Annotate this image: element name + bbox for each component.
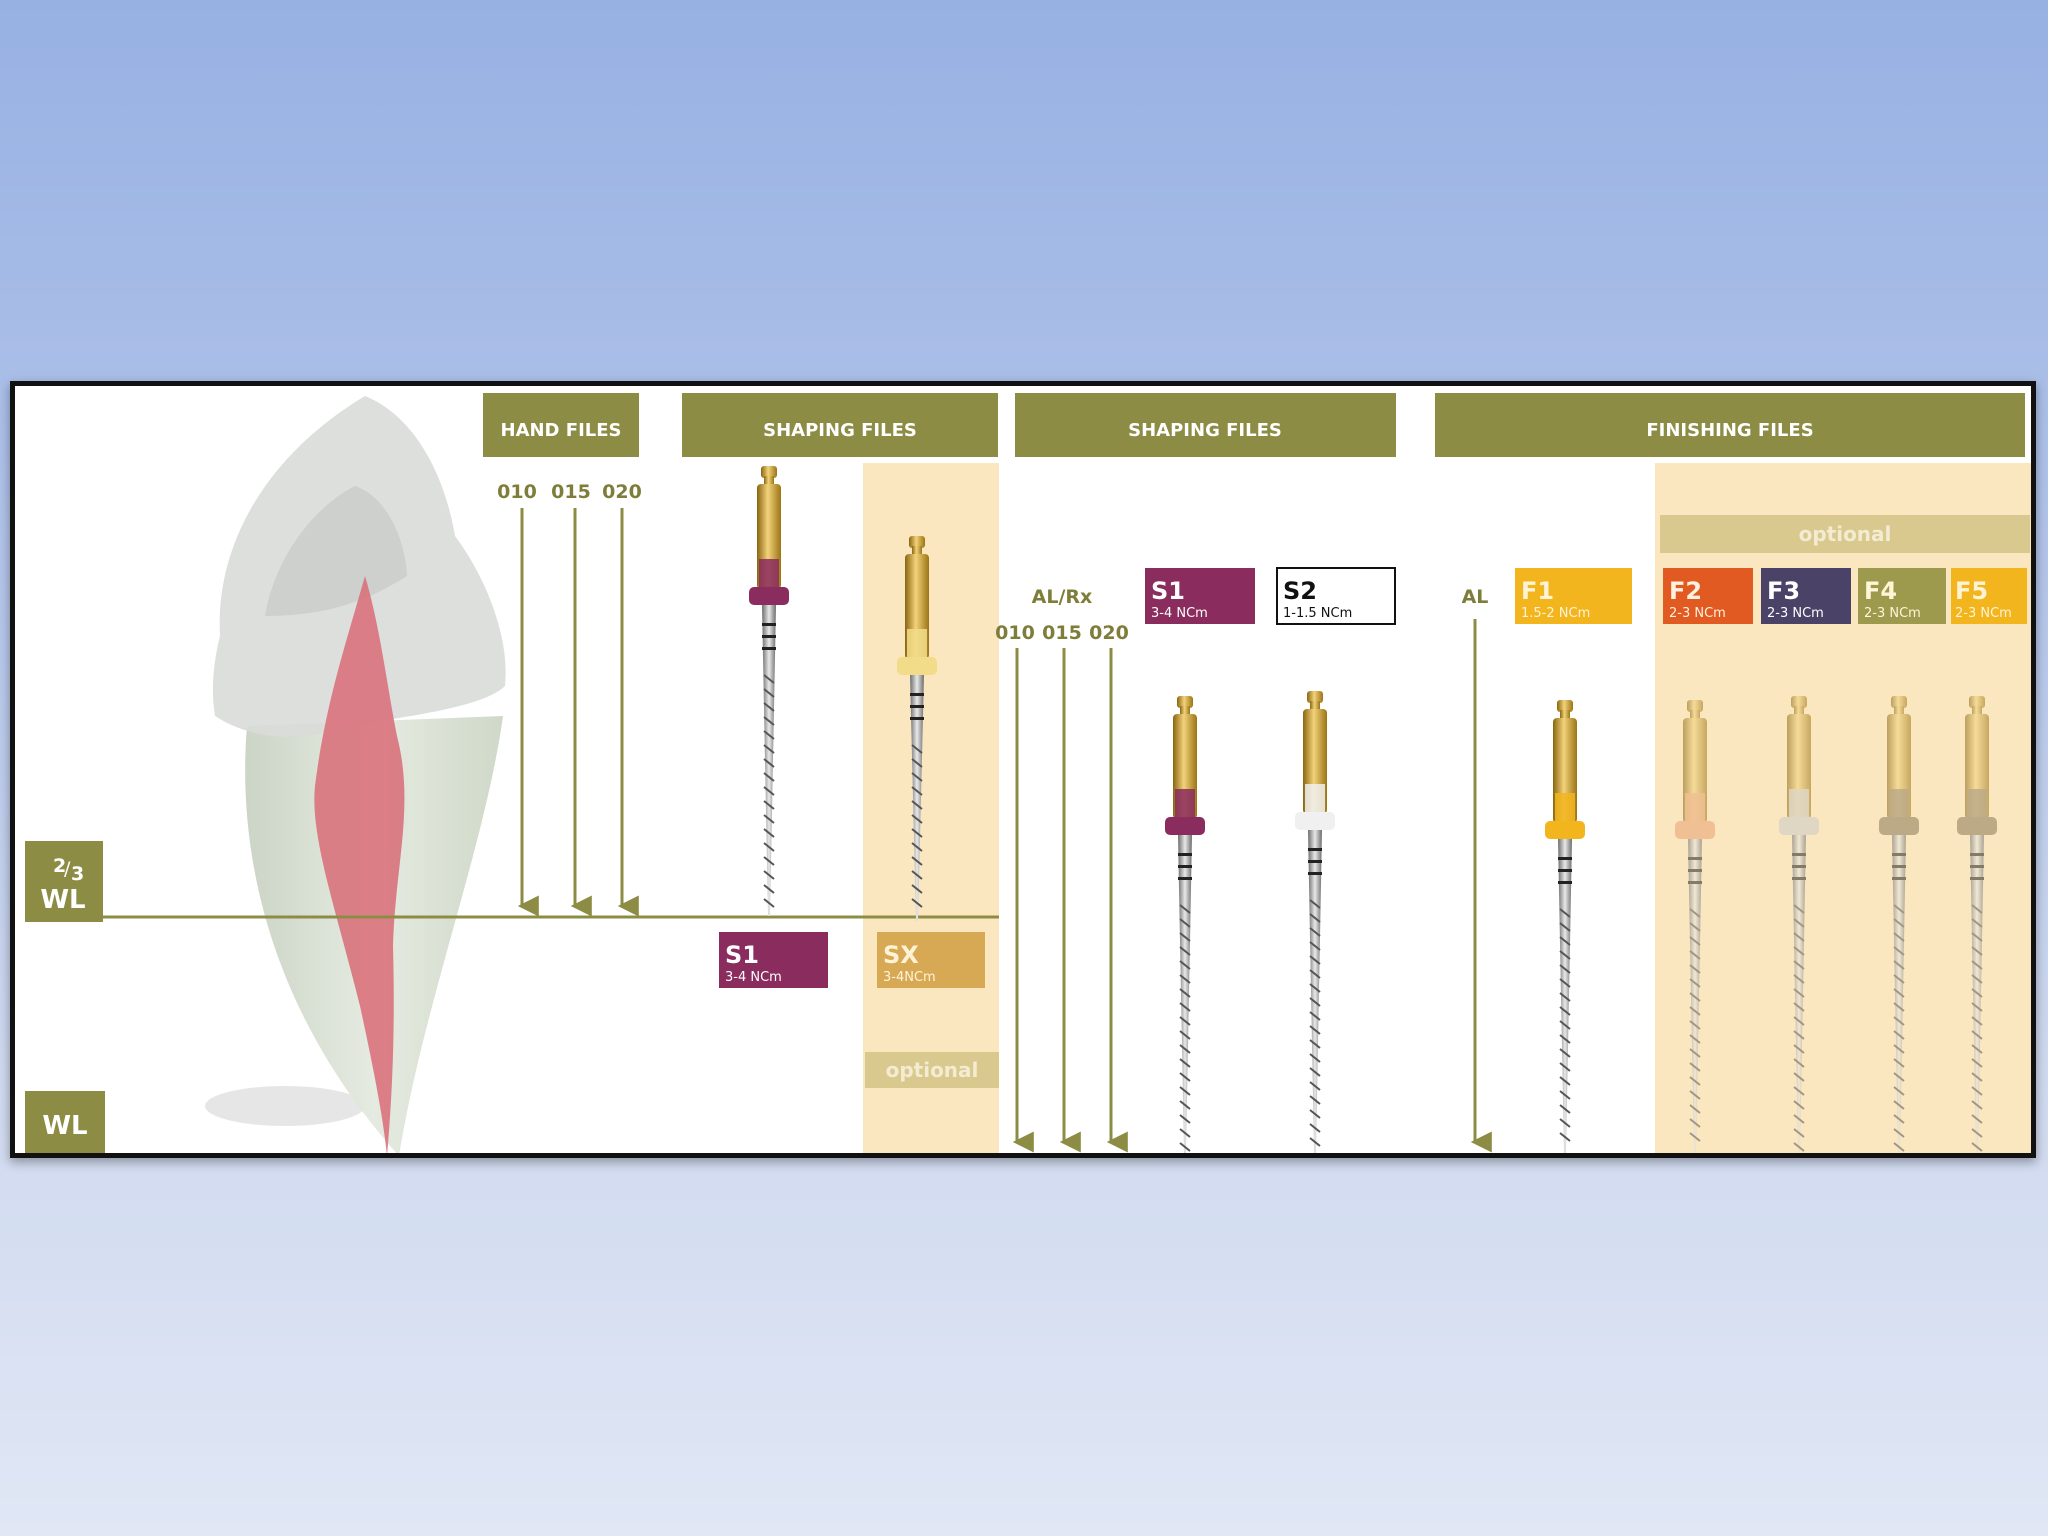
optional-label-sx: optional <box>886 1058 979 1082</box>
file-label-s2: S2 1-1.5 NCm <box>1276 567 1396 625</box>
f3-name: F3 <box>1767 577 1800 605</box>
instrument-f4 <box>1879 696 1919 1153</box>
f4-torque: 2-3 NCm <box>1864 606 1921 621</box>
header-finishing-files-label: FINISHING FILES <box>1646 420 1813 441</box>
header-shaping-files-2: SHAPING FILES <box>1015 393 1396 457</box>
wl-badge: WL <box>25 1091 105 1153</box>
s1-right-torque: 3-4 NCm <box>1151 606 1208 621</box>
file-label-s1-right: S1 3-4 NCm <box>1145 568 1255 624</box>
s1-left-name: S1 <box>725 941 759 969</box>
fraction-denominator: 3 <box>71 863 84 885</box>
instrument-f2 <box>1675 700 1715 1153</box>
s1-right-name: S1 <box>1151 577 1185 605</box>
instrument-f1 <box>1545 700 1585 1153</box>
two-thirds-wl-label: WL <box>40 885 85 915</box>
header-finishing-files: FINISHING FILES <box>1435 393 2025 457</box>
al-rx-label: AL/Rx <box>1032 586 1093 608</box>
file-label-s1-left: S1 3-4 NCm <box>719 932 828 988</box>
s2-torque: 1-1.5 NCm <box>1283 606 1352 621</box>
f4-name: F4 <box>1864 577 1897 605</box>
f3-torque: 2-3 NCm <box>1767 606 1824 621</box>
instrument-s1-left <box>749 466 789 916</box>
sx-optional-zone <box>863 463 999 1153</box>
f5-name: F5 <box>1955 577 1988 605</box>
header-shaping-files-2-label: SHAPING FILES <box>1128 420 1282 441</box>
optional-label-finishing: optional <box>1799 522 1892 546</box>
sx-name: SX <box>883 941 919 969</box>
f1-name: F1 <box>1521 577 1554 605</box>
second-size-010: 010 <box>995 622 1035 644</box>
fraction-slash: / <box>64 858 71 880</box>
diagram-panel: 2 / 3 WL WL HAND FILES SHAPING FILES SHA… <box>10 381 2036 1158</box>
second-size-015: 015 <box>1042 622 1082 644</box>
f5-torque: 2-3 NCm <box>1955 606 2012 621</box>
instrument-s1-right <box>1165 696 1205 1153</box>
tooth-illustration <box>205 396 506 1153</box>
sx-torque: 3-4NCm <box>883 970 936 985</box>
file-sequence-diagram: 2 / 3 WL WL HAND FILES SHAPING FILES SHA… <box>25 393 2031 1153</box>
header-shaping-files-1-label: SHAPING FILES <box>763 420 917 441</box>
hand-file-size-020: 020 <box>602 481 642 503</box>
file-label-f2: F2 2-3 NCm <box>1663 568 1753 624</box>
wl-label: WL <box>42 1111 87 1141</box>
hand-file-size-015: 015 <box>551 481 591 503</box>
instrument-f3 <box>1779 696 1819 1153</box>
header-hand-files: HAND FILES <box>483 393 639 457</box>
file-label-f4: F4 2-3 NCm <box>1858 568 1946 624</box>
f2-torque: 2-3 NCm <box>1669 606 1726 621</box>
file-label-sx: SX 3-4NCm <box>877 932 985 988</box>
file-label-f5: F5 2-3 NCm <box>1951 568 2027 624</box>
hand-file-size-010: 010 <box>497 481 537 503</box>
file-label-f1: F1 1.5-2 NCm <box>1515 568 1632 624</box>
instrument-s2 <box>1295 691 1335 1153</box>
pulp-canal <box>314 576 405 1153</box>
f1-torque: 1.5-2 NCm <box>1521 606 1590 621</box>
instrument-sx <box>897 536 937 921</box>
f2-name: F2 <box>1669 577 1702 605</box>
fraction-numerator: 2 <box>53 855 66 877</box>
al-label: AL <box>1462 586 1489 608</box>
optional-banner-finishing: optional <box>1660 515 2030 553</box>
header-hand-files-label: HAND FILES <box>501 420 622 441</box>
s2-name: S2 <box>1283 577 1317 605</box>
rotary-file-instruments <box>749 466 1997 1153</box>
file-label-f3: F3 2-3 NCm <box>1761 568 1851 624</box>
header-shaping-files-1: SHAPING FILES <box>682 393 998 457</box>
optional-banner-sx: optional <box>865 1052 999 1088</box>
second-size-020: 020 <box>1089 622 1129 644</box>
instrument-f5 <box>1957 696 1997 1153</box>
s1-left-torque: 3-4 NCm <box>725 970 782 985</box>
two-thirds-wl-badge: 2 / 3 WL <box>25 841 103 922</box>
